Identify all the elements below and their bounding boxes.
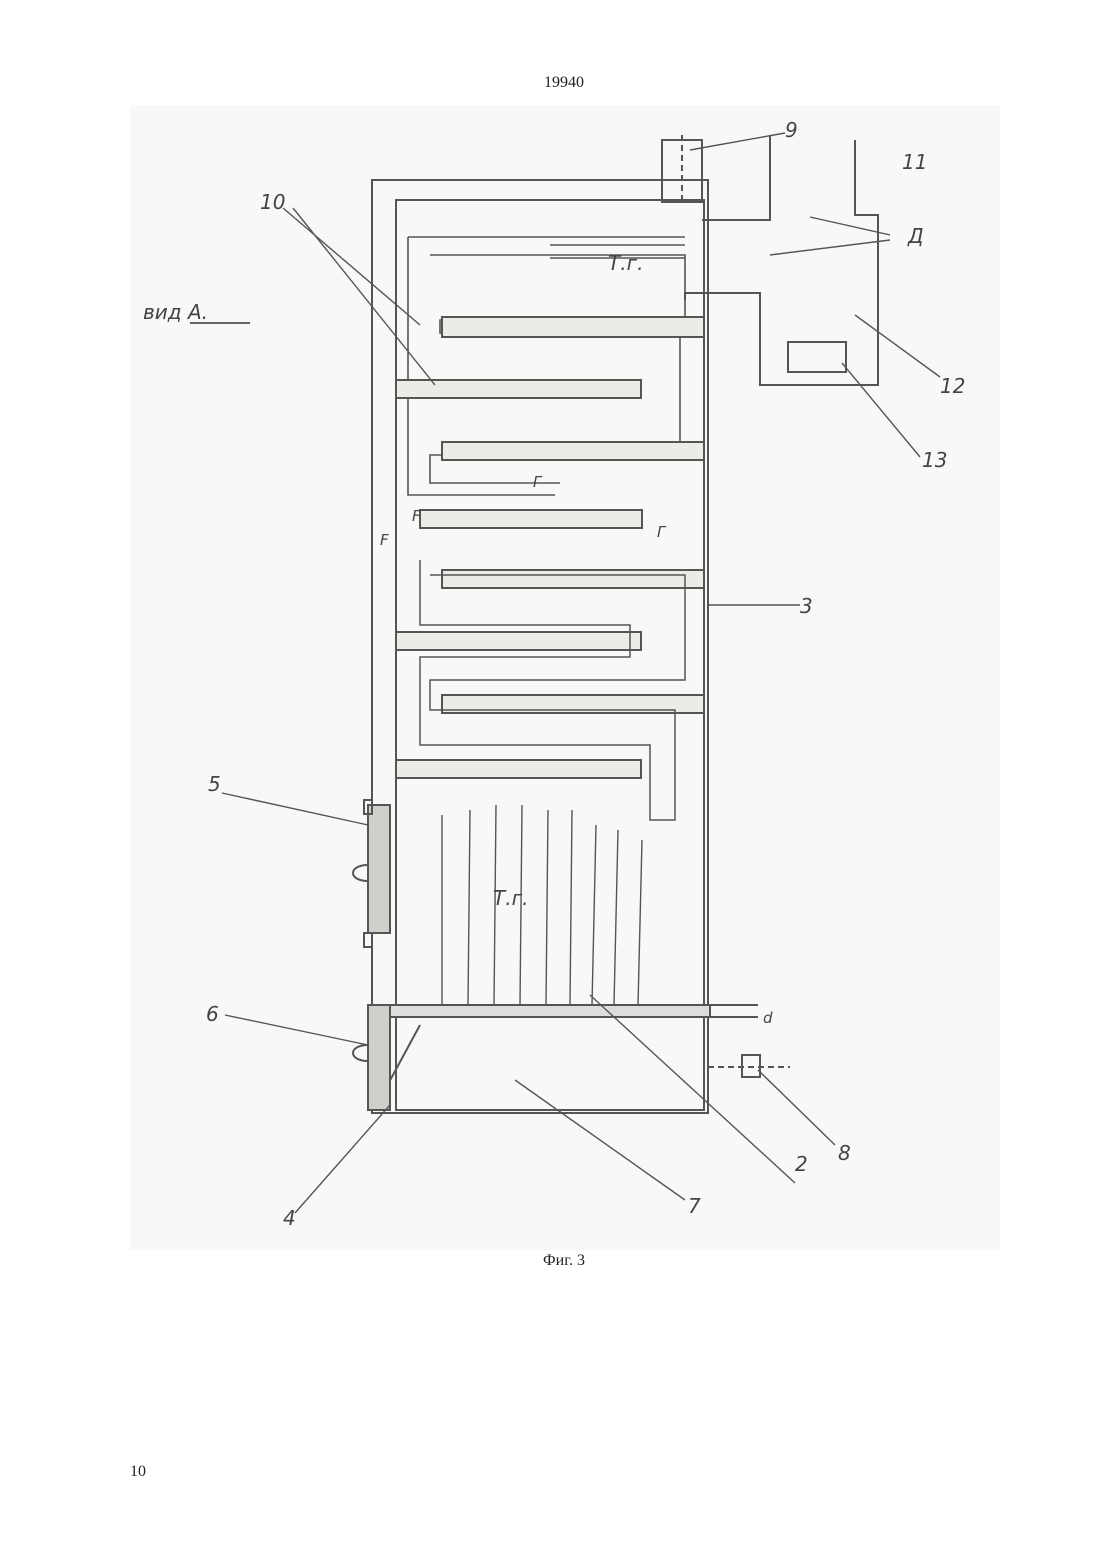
callout-11: 11 — [902, 150, 927, 174]
callout-7: 7 — [688, 1194, 701, 1218]
callout-2: 2 — [795, 1152, 808, 1176]
callout-10: 10 — [260, 190, 285, 214]
letter-f: F — [380, 531, 389, 549]
callout-12: 12 — [940, 374, 965, 398]
letter-dim: d — [763, 1009, 773, 1027]
flue-gas-label-top: Т.г. — [608, 251, 643, 275]
technical-drawing: вид А. Т.г. Т.г. Д Г Г F F d 2 3 4 5 6 7… — [130, 105, 1000, 1250]
baffle-plate — [396, 760, 641, 778]
callout-5: 5 — [208, 772, 221, 796]
baffle-plate — [442, 442, 704, 460]
letter-f: F — [412, 507, 421, 525]
baffle-plate — [396, 632, 641, 650]
callout-4: 4 — [283, 1206, 296, 1230]
letter-g: Г — [533, 473, 543, 491]
callout-3: 3 — [800, 594, 813, 618]
letter-g: Г — [657, 523, 667, 541]
callout-8: 8 — [838, 1141, 851, 1165]
flue-gas-label-chamber: Т.г. — [493, 886, 528, 910]
boiler-diagram: вид А. Т.г. Т.г. Д Г Г F F d 2 3 4 5 6 7… — [130, 105, 1000, 1250]
baffle-plate — [442, 317, 704, 337]
letter-d: Д — [907, 224, 924, 248]
grate — [374, 1005, 710, 1017]
callout-6: 6 — [206, 1002, 219, 1026]
baffle-plate — [442, 570, 704, 588]
ash-door — [368, 1005, 390, 1110]
baffle-plate — [420, 510, 642, 528]
page-number: 10 — [130, 1463, 146, 1481]
loading-door — [368, 805, 390, 933]
leader-lines — [222, 133, 940, 1213]
callout-9: 9 — [785, 118, 798, 142]
figure-caption: Фиг. 3 — [0, 1252, 1100, 1270]
view-label: вид А. — [143, 300, 208, 324]
callout-13: 13 — [922, 448, 947, 472]
document-number: 19940 — [0, 74, 1100, 92]
control-box — [788, 342, 846, 372]
